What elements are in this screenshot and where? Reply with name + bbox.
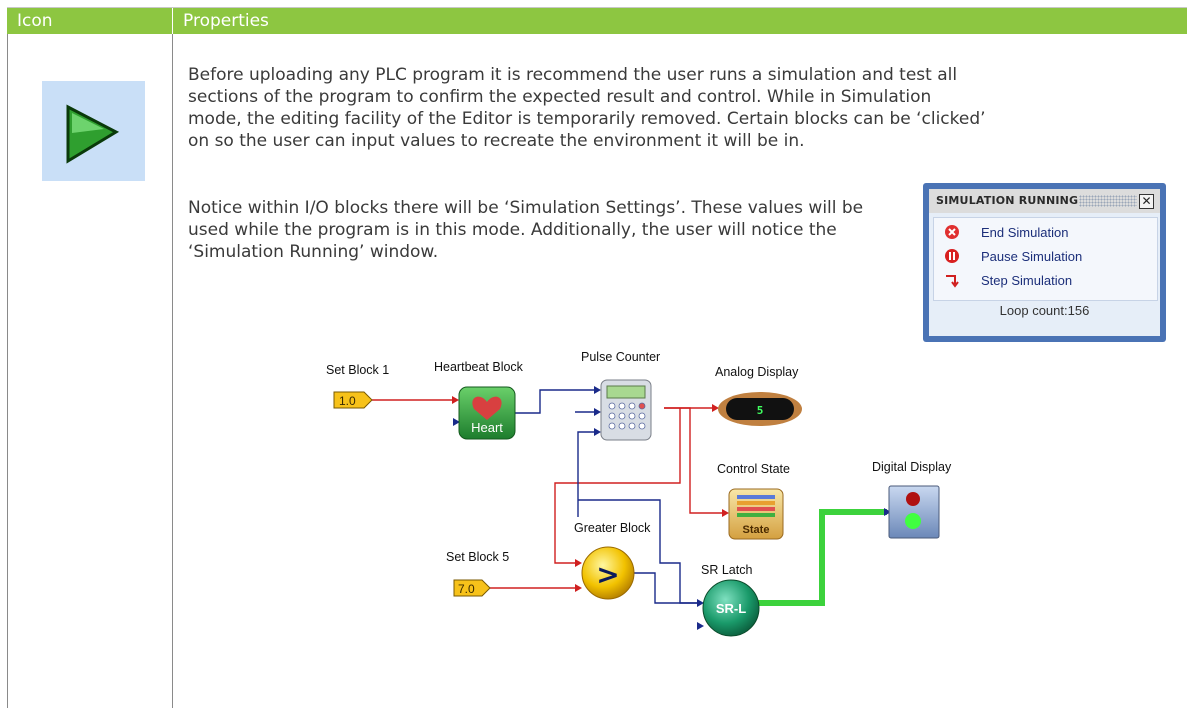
greater-block-symbol: > (596, 558, 619, 591)
greater-block-label: Greater Block (574, 521, 651, 535)
titlebar-grip[interactable] (1079, 195, 1137, 207)
end-simulation-label: End Simulation (981, 225, 1069, 240)
simulation-settings-paragraph: Notice within I/O blocks there will be ‘… (188, 198, 864, 262)
header-properties-cell: Properties (183, 11, 269, 31)
analog-display-label: Analog Display (715, 365, 799, 379)
column-divider (172, 34, 173, 708)
header-icon-cell: Icon (17, 11, 53, 31)
analog-display-block[interactable]: Analog Display 5 (715, 365, 802, 426)
simulation-running-window: SIMULATION RUNNING ✕ End Simulation Paus… (923, 183, 1166, 342)
intro-paragraph: Before uploading any PLC program it is r… (188, 65, 986, 151)
pulse-counter-block[interactable]: Pulse Counter (581, 350, 660, 441)
calculator-icon (606, 385, 646, 399)
set-block-5[interactable]: Set Block 5 7.0 (446, 550, 509, 597)
stop-x-icon (945, 225, 959, 239)
sim-window-title: SIMULATION RUNNING (936, 194, 1079, 207)
set-block-5-value: 7.0 (458, 582, 475, 596)
wires (372, 389, 887, 606)
set-block-1[interactable]: Set Block 1 1.0 (326, 363, 389, 409)
heart-icon (472, 396, 502, 420)
digital-display-block[interactable]: Digital Display (872, 460, 952, 539)
step-simulation-button[interactable]: Step Simulation (934, 270, 1157, 292)
table-border-left (7, 34, 8, 708)
header-divider (172, 8, 173, 34)
pause-simulation-button[interactable]: Pause Simulation (934, 246, 1157, 268)
pulse-counter-label: Pulse Counter (581, 350, 660, 364)
sr-latch-text: SR-L (716, 601, 746, 616)
table-frame (7, 7, 1187, 709)
sr-latch-block[interactable]: SR Latch SR-L (701, 563, 760, 637)
analog-display-value: 5 (757, 404, 764, 417)
close-icon[interactable]: ✕ (1139, 194, 1154, 209)
loop-count: Loop count:156 (999, 303, 1090, 318)
connector-pins (452, 386, 891, 630)
control-state-block[interactable]: Control State State (717, 462, 790, 540)
digital-display-label: Digital Display (872, 460, 952, 474)
greater-block[interactable]: Greater Block > (574, 521, 651, 600)
end-simulation-button[interactable]: End Simulation (934, 222, 1157, 244)
heartbeat-block-text: Heart (471, 420, 503, 435)
step-arrow-icon (946, 275, 959, 288)
sr-latch-label: SR Latch (701, 563, 752, 577)
sim-window-titlebar: SIMULATION RUNNING ✕ (929, 189, 1160, 213)
heartbeat-block-label: Heartbeat Block (434, 360, 524, 374)
step-simulation-label: Step Simulation (981, 273, 1073, 288)
control-state-text: State (743, 524, 770, 536)
set-block-1-value: 1.0 (339, 394, 356, 408)
sim-actions-list: End Simulation Pause Simulation Step Sim… (933, 217, 1158, 301)
heartbeat-block[interactable]: Heartbeat Block Heart (434, 360, 524, 440)
table-header: Icon Properties (7, 8, 1187, 34)
pause-simulation-label: Pause Simulation (981, 249, 1083, 264)
play-triangle-icon (42, 81, 145, 181)
set-block-1-label: Set Block 1 (326, 363, 389, 377)
set-block-5-label: Set Block 5 (446, 550, 509, 564)
pause-icon (945, 249, 959, 263)
control-state-label: Control State (717, 462, 790, 476)
